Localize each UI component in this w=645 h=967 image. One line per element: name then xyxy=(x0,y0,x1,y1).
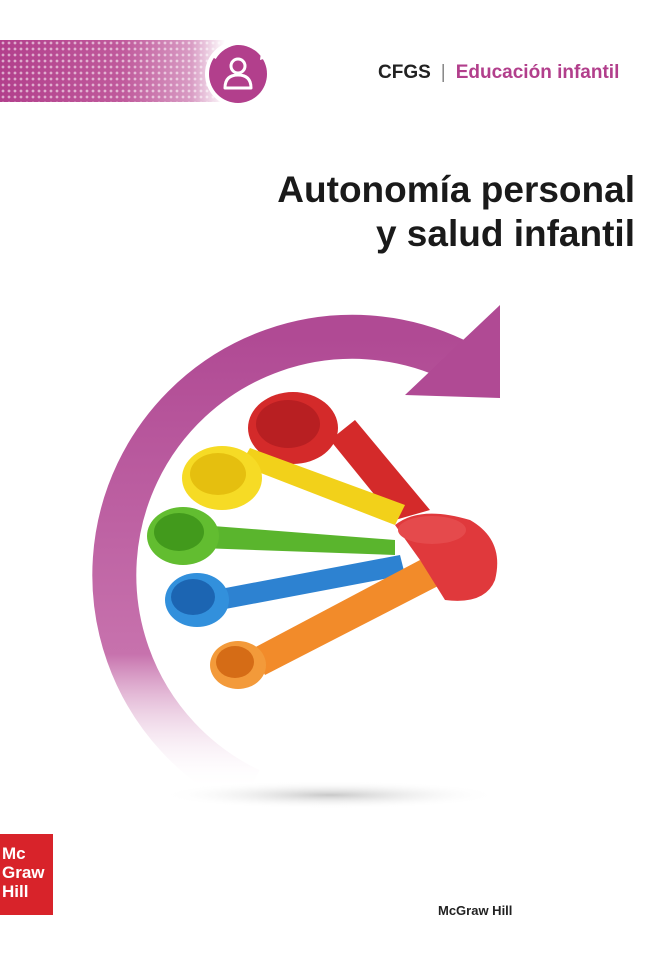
series-label: Educación infantil xyxy=(455,62,620,83)
mcgraw-hill-logo: Mc Graw Hill xyxy=(0,834,53,915)
person-cycle-icon xyxy=(205,40,274,107)
cycle-arrow xyxy=(92,305,500,810)
header-dotted-band xyxy=(0,40,225,102)
measuring-spoons-image xyxy=(147,392,498,689)
title-line-1: Autonomía personal xyxy=(277,169,635,210)
cover-illustration xyxy=(92,305,500,810)
shadow xyxy=(160,781,500,809)
header-series-line: CFGS | Educación infantil xyxy=(378,62,645,84)
level-label: CFGS xyxy=(378,62,431,83)
book-title: Autonomía personal y salud infantil xyxy=(277,168,635,256)
publisher-name: McGraw Hill xyxy=(438,903,513,918)
header-separator: | xyxy=(440,62,446,83)
title-line-2: y salud infantil xyxy=(375,213,635,254)
